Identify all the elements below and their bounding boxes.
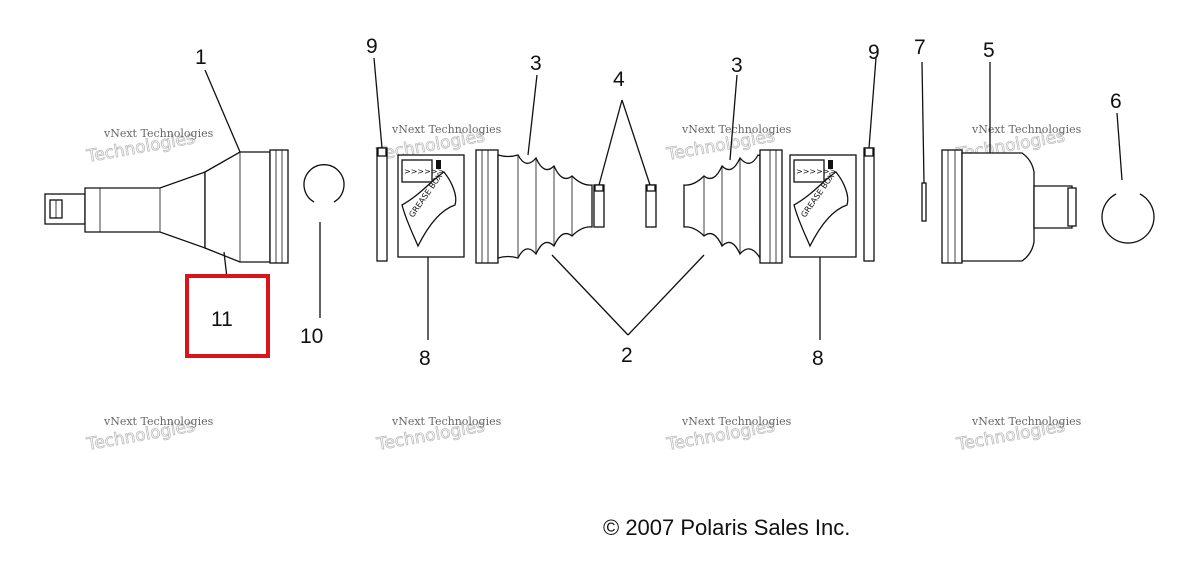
callout-8-right: 8 xyxy=(812,347,824,370)
svg-text:vNext Technologies: vNext Technologies xyxy=(971,123,1082,136)
callout-10: 10 xyxy=(300,325,323,348)
part-circlip-right xyxy=(1101,193,1155,244)
part-boot-right xyxy=(683,149,783,264)
svg-text:vNext Technologies: vNext Technologies xyxy=(681,123,792,136)
highlight-box-11 xyxy=(185,274,270,358)
callout-4: 4 xyxy=(613,68,625,91)
watermark-3: Technologies vNext Technologies xyxy=(664,123,792,165)
callout-1: 1 xyxy=(195,46,207,69)
watermark-8: Technologies vNext Technologies xyxy=(954,415,1082,455)
watermark-1: Technologies vNext Technologies xyxy=(84,127,214,167)
callout-7: 7 xyxy=(914,36,926,59)
callout-8-left: 8 xyxy=(419,347,431,370)
watermark-5: Technologies vNext Technologies xyxy=(84,415,214,455)
part-boot-left xyxy=(475,149,593,264)
part-grease-pack-right: >>>>>> GREASE BOX xyxy=(789,154,857,258)
svg-text:vNext Technologies: vNext Technologies xyxy=(103,127,214,140)
callout-9-left: 9 xyxy=(366,35,378,58)
svg-text:>>>>>>: >>>>>> xyxy=(796,167,836,176)
callout-9-right: 9 xyxy=(868,41,880,64)
leader-lines xyxy=(204,57,1123,340)
part-clamp-right xyxy=(863,147,875,262)
svg-text:vNext Technologies: vNext Technologies xyxy=(391,415,502,428)
part-clamp-left xyxy=(376,147,388,262)
part-ring xyxy=(921,182,927,222)
copyright-text: © 2007 Polaris Sales Inc. xyxy=(603,515,850,540)
watermark-7: Technologies vNext Technologies xyxy=(664,415,792,455)
part-grease-pack-left: >>>>>> GREASE BOX xyxy=(397,154,465,258)
svg-text:vNext Technologies: vNext Technologies xyxy=(681,415,792,428)
svg-text:vNext Technologies: vNext Technologies xyxy=(971,415,1082,428)
callout-5: 5 xyxy=(983,39,995,62)
part-cv-joint-outer xyxy=(44,149,289,264)
part-cv-joint-inner xyxy=(941,149,1077,264)
svg-text:vNext Technologies: vNext Technologies xyxy=(103,415,214,428)
watermark-6: Technologies vNext Technologies xyxy=(374,415,502,455)
callout-3-left: 3 xyxy=(530,52,542,75)
callout-11: 11 xyxy=(211,308,233,331)
part-circlip-left xyxy=(303,164,345,203)
callout-2: 2 xyxy=(621,344,633,367)
svg-text:>>>>>>: >>>>>> xyxy=(404,167,444,176)
callout-6: 6 xyxy=(1110,90,1122,113)
svg-text:vNext Technologies: vNext Technologies xyxy=(391,123,502,136)
callout-3-right: 3 xyxy=(731,54,743,77)
